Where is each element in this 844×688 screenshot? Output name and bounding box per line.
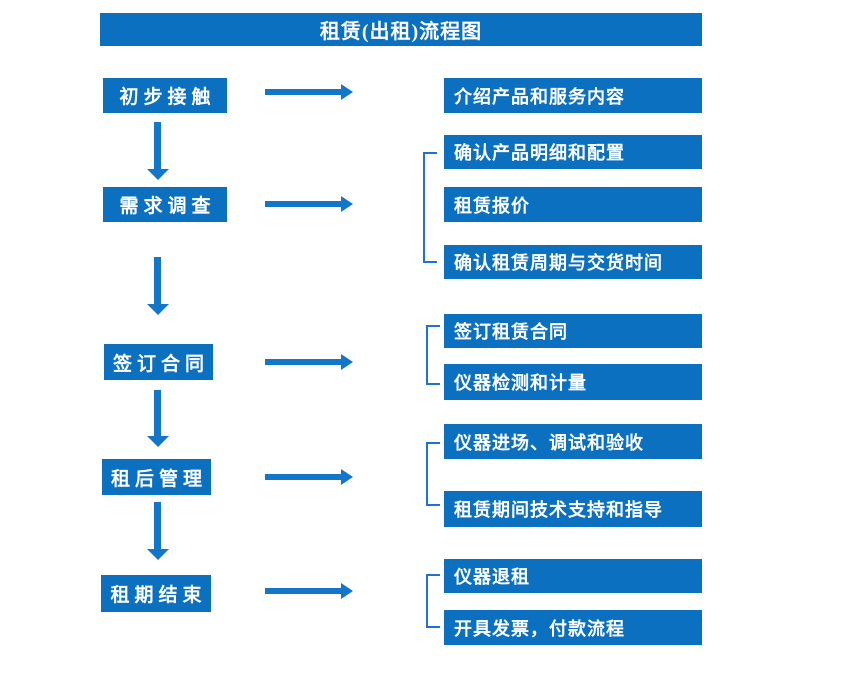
step-box-2: 需求调查 xyxy=(103,187,227,222)
step-box-5: 租期结束 xyxy=(101,575,211,612)
down-arrow-shaft xyxy=(154,502,161,549)
down-arrow-3 xyxy=(147,390,169,447)
down-arrow-head xyxy=(147,549,169,560)
detail-box-4-1: 仪器进场、调试和验收 xyxy=(444,424,702,459)
right-arrow-shaft xyxy=(265,474,342,480)
right-arrow-shaft xyxy=(265,588,342,594)
down-arrow-1 xyxy=(147,122,169,180)
bracket-group-3 xyxy=(426,325,440,385)
right-arrow-1 xyxy=(265,84,353,100)
right-arrow-4 xyxy=(265,469,353,485)
down-arrow-head xyxy=(147,304,169,315)
down-arrow-2 xyxy=(147,257,169,315)
detail-box-2-3: 确认租赁周期与交货时间 xyxy=(444,245,702,279)
right-arrow-head xyxy=(341,196,353,212)
detail-box-5-1: 仪器退租 xyxy=(444,559,702,593)
right-arrow-head xyxy=(341,583,353,599)
down-arrow-head xyxy=(147,169,169,180)
right-arrow-shaft xyxy=(265,89,342,95)
detail-box-2-1: 确认产品明细和配置 xyxy=(444,135,702,169)
right-arrow-shaft xyxy=(265,359,342,365)
detail-box-5-2: 开具发票，付款流程 xyxy=(444,610,702,645)
right-arrow-2 xyxy=(265,196,353,212)
down-arrow-head xyxy=(147,436,169,447)
detail-box-2-2: 租赁报价 xyxy=(444,187,702,222)
down-arrow-4 xyxy=(147,502,169,560)
down-arrow-shaft xyxy=(154,390,161,436)
right-arrow-head xyxy=(341,84,353,100)
step-box-1: 初步接触 xyxy=(103,78,227,113)
bracket-group-2 xyxy=(423,152,437,263)
right-arrow-head xyxy=(341,354,353,370)
flowchart-title: 租赁(出租)流程图 xyxy=(100,13,702,46)
right-arrow-3 xyxy=(265,354,353,370)
step-box-3: 签订合同 xyxy=(104,344,213,380)
right-arrow-shaft xyxy=(265,201,342,207)
detail-box-3-2: 仪器检测和计量 xyxy=(444,364,702,400)
right-arrow-head xyxy=(341,469,353,485)
detail-box-1-1: 介绍产品和服务内容 xyxy=(444,78,702,113)
detail-box-4-2: 租赁期间技术支持和指导 xyxy=(444,491,702,527)
bracket-group-4 xyxy=(426,442,440,506)
down-arrow-shaft xyxy=(154,257,161,304)
right-arrow-5 xyxy=(265,583,353,599)
bracket-group-5 xyxy=(426,574,440,628)
down-arrow-shaft xyxy=(154,122,161,169)
step-box-4: 租后管理 xyxy=(102,459,211,495)
detail-box-3-1: 签订租赁合同 xyxy=(444,314,702,348)
